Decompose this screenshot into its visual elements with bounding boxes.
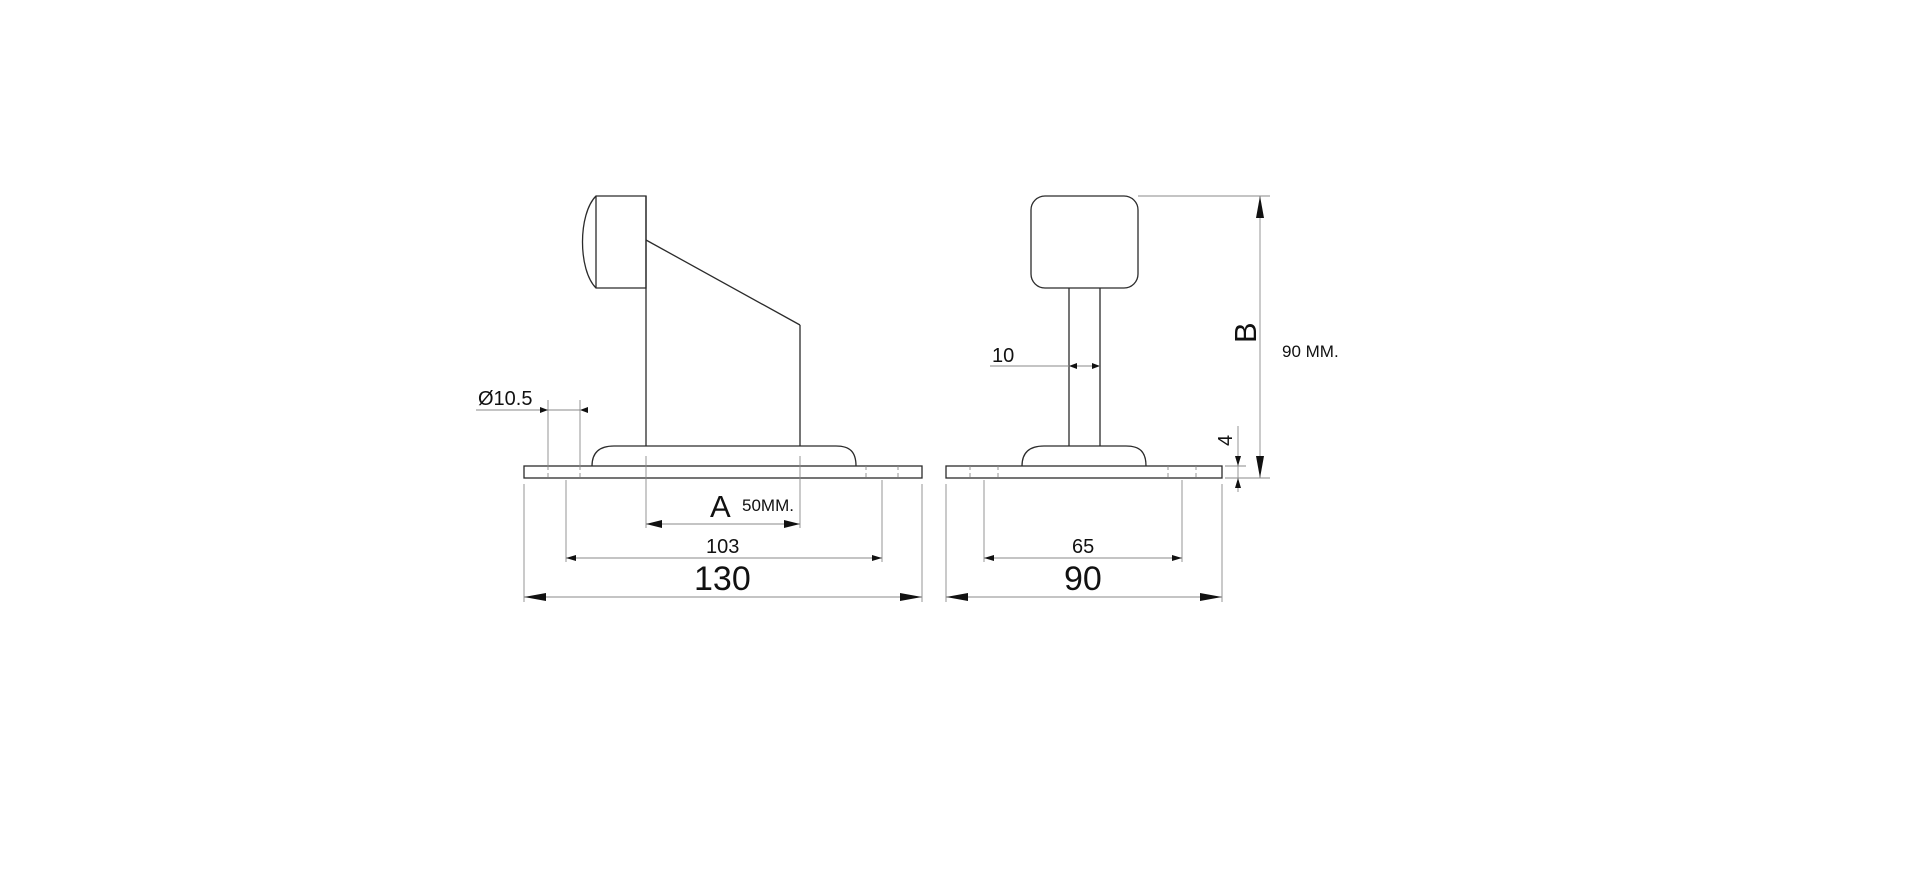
base-length-label: 130 [694,560,751,598]
side-bumper-head [581,195,647,289]
side-view: Ø10.5 A 50MM. 103 130 [476,195,923,602]
side-base-plate [523,465,923,479]
front-stem [1068,288,1101,446]
side-hidden-holes [547,466,899,478]
side-mount-pad [591,445,857,467]
hole-diameter-label: Ø10.5 [478,388,532,410]
stem-width-dimension: 10 [990,345,1100,369]
front-mount-pad [1021,445,1147,467]
front-bumper-head [1030,195,1139,289]
base-length-dimension: 130 [523,484,923,602]
b-letter-label: B [1228,322,1263,343]
stem-width-label: 10 [992,345,1014,367]
b-dimension: B 90 MM. [1138,195,1339,479]
front-view: 10 4 B 90 MM. 65 [945,195,1339,602]
side-hole-spacing-label: 103 [706,536,739,558]
b-value-label: 90 MM. [1282,342,1339,361]
front-base-plate [945,465,1223,479]
a-letter-label: A [710,489,731,524]
base-width-dimension: 90 [945,484,1223,602]
side-post [645,196,801,446]
front-hole-spacing-label: 65 [1072,536,1094,558]
front-hole-spacing-dimension: 65 [983,480,1183,562]
plate-thickness-dimension: 4 [1215,426,1246,492]
plate-thickness-label: 4 [1215,435,1237,446]
a-dimension: A 50MM. [645,456,801,528]
hole-diameter-dimension: Ø10.5 [476,388,588,466]
a-value-label: 50MM. [742,496,794,515]
base-width-label: 90 [1064,560,1102,598]
side-hole-spacing-dimension: 103 [565,480,883,562]
front-hidden-holes [969,466,1197,478]
